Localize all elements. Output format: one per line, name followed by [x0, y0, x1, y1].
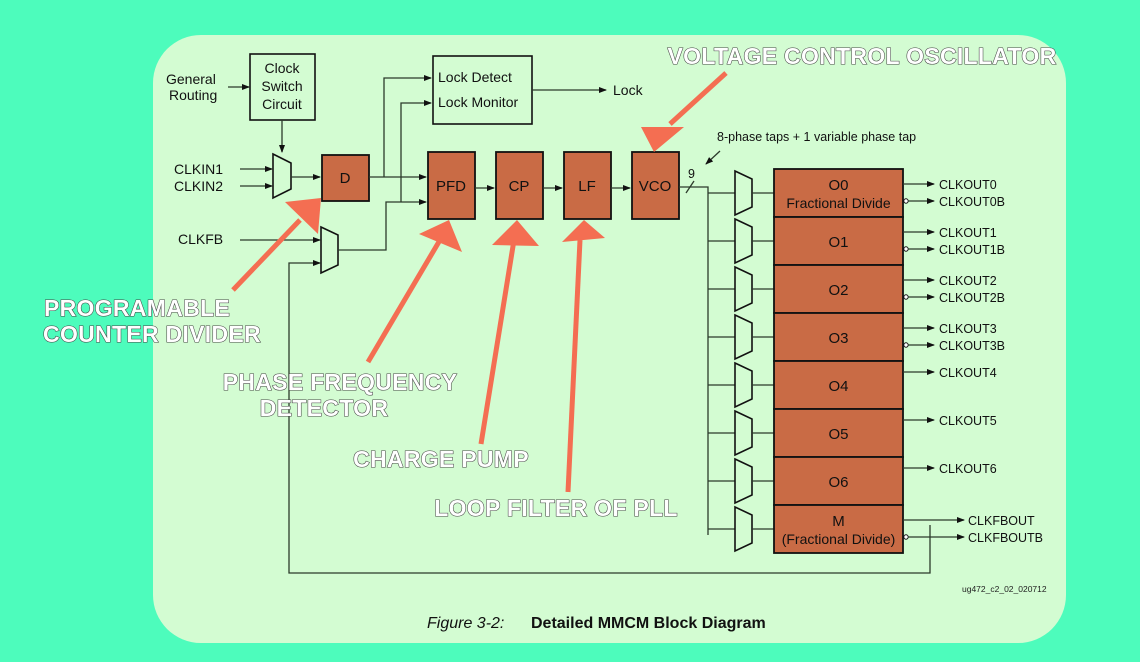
output-label-inverted: CLKOUT2B: [939, 291, 1005, 305]
annotation-pfd-line1: PHASE FREQUENCY: [223, 369, 458, 395]
annotation-pointer-lf: [562, 220, 605, 493]
bus-slash: [685, 180, 695, 194]
counter-name: M: [832, 513, 845, 530]
general-routing-label-1: General: [166, 71, 216, 87]
vco-block-label: VCO: [639, 178, 672, 195]
output-label-inverted: CLKOUT1B: [939, 243, 1005, 257]
output-label: CLKOUT1: [939, 226, 997, 240]
counter-name: O1: [828, 234, 848, 251]
phase-select-mux: [734, 409, 753, 457]
counter-block-o1: [773, 216, 904, 266]
inverter-bubble: [903, 198, 909, 204]
wire-d-to-lock-detect: [383, 75, 432, 177]
clock-switch-label-2: Switch: [261, 78, 302, 94]
clock-switch-label-3: Circuit: [262, 96, 302, 112]
general-routing-label-2: Routing: [169, 87, 217, 103]
output-label: CLKOUT6: [939, 462, 997, 476]
counter-name: O3: [828, 330, 848, 347]
wire-vco-bus: [679, 186, 709, 535]
annotation-pointer-cp: [478, 220, 539, 445]
output-label-inverted: CLKOUT3B: [939, 339, 1005, 353]
counter-name: O6: [828, 474, 848, 491]
counter-block-m: [773, 504, 904, 554]
annotation-pfd-line2: DETECTOR: [260, 395, 389, 421]
figure-number: Figure 3-2:: [427, 615, 504, 632]
cp-block: [495, 151, 544, 220]
diagram-panel: [153, 35, 1066, 643]
output-label-inverted: CLKFBOUTB: [968, 531, 1043, 545]
phase-select-mux: [734, 217, 753, 265]
document-id: ug472_c2_02_020712: [962, 584, 1047, 594]
clkin2-label: CLKIN2: [174, 178, 223, 194]
clkfb-label: CLKFB: [178, 231, 223, 247]
annotation-cp: CHARGE PUMP: [353, 446, 529, 472]
counter-name: O4: [828, 378, 848, 395]
phase-select-mux: [734, 313, 753, 361]
counter-block-o0: [773, 168, 904, 218]
output-label: CLKOUT5: [939, 414, 997, 428]
output-label: CLKOUT4: [939, 366, 997, 380]
wire-tap-note-pointer: [705, 150, 721, 165]
phase-select-mux: [734, 457, 753, 505]
inverter-bubble: [903, 342, 909, 348]
counter-block-o5: [773, 408, 904, 458]
output-label-inverted: CLKOUT0B: [939, 195, 1005, 209]
phase-select-mux: [734, 265, 753, 313]
d-block-label: D: [340, 170, 351, 187]
counter-name: O0: [828, 177, 848, 194]
wire-feedback-loop: [288, 260, 931, 574]
pfd-block: [427, 151, 476, 220]
counter-name: O2: [828, 282, 848, 299]
wire-fb-to-lock-monitor: [400, 100, 432, 202]
figure-title: Detailed MMCM Block Diagram: [531, 615, 766, 632]
clkfb-mux: [320, 225, 339, 275]
inverter-bubble: [903, 246, 909, 252]
clock-switch-label-1: Clock: [264, 60, 300, 76]
counter-block-o4: [773, 360, 904, 410]
clkin1-label: CLKIN1: [174, 161, 223, 177]
wire-fbmux-to-pfd: [338, 199, 427, 251]
pfd-block-label: PFD: [436, 178, 466, 195]
d-divider-block: [321, 154, 370, 202]
counter-block-o2: [773, 264, 904, 314]
annotation-vco: VOLTAGE CONTROL OSCILLATOR: [668, 43, 1057, 69]
annotation-pointer-divider: [231, 198, 321, 292]
bus-width-label: 9: [688, 167, 695, 181]
output-mux-column: [708, 169, 774, 553]
annotation-divider-line2: COUNTER DIVIDER: [43, 321, 261, 347]
lock-output-label: Lock: [613, 82, 644, 98]
vco-block: [631, 151, 680, 220]
output-label: CLKOUT0: [939, 178, 997, 192]
inverter-bubble: [903, 534, 909, 540]
output-label: CLKOUT2: [939, 274, 997, 288]
lock-monitor-label: Lock Monitor: [438, 94, 518, 110]
lock-detect-monitor-box: [432, 55, 533, 125]
counter-block-o6: [773, 456, 904, 506]
annotation-pointer-vco: [641, 71, 728, 152]
annotation-divider-line1: PROGRAMABLE: [44, 295, 230, 321]
cp-block-label: CP: [509, 178, 530, 195]
counter-subtitle: Fractional Divide: [786, 195, 890, 211]
output-label: CLKFBOUT: [968, 514, 1035, 528]
lock-detect-label: Lock Detect: [438, 69, 512, 85]
tap-note-label: 8-phase taps + 1 variable phase tap: [717, 130, 916, 144]
counter-block-o3: [773, 312, 904, 362]
phase-select-mux: [734, 169, 753, 217]
lf-block: [563, 151, 612, 220]
inverter-bubble: [903, 294, 909, 300]
phase-select-mux: [734, 505, 753, 553]
counter-subtitle: (Fractional Divide): [782, 531, 896, 547]
output-label: CLKOUT3: [939, 322, 997, 336]
clkin-mux: [272, 152, 292, 200]
counter-name: O5: [828, 426, 848, 443]
phase-select-mux: [734, 361, 753, 409]
lf-block-label: LF: [578, 178, 596, 195]
annotation-lf: LOOP FILTER OF PLL: [434, 495, 678, 521]
annotation-pointer-pfd: [365, 220, 462, 364]
